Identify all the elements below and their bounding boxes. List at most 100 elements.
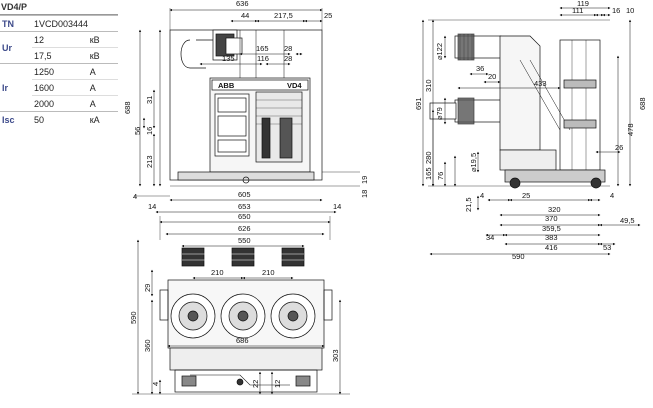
dim-label: 213 bbox=[145, 155, 154, 168]
dim-label: 626 bbox=[238, 224, 251, 233]
dim-label: 76 bbox=[436, 172, 445, 180]
dim-label: ⌀79 bbox=[435, 107, 444, 120]
dim-label: 310 bbox=[424, 79, 433, 92]
dim-label: 119 bbox=[577, 0, 589, 8]
top-view-dimensions: 650 626 550 210 210 29 590 360 686 303 4… bbox=[129, 212, 340, 388]
dim-label: 28 bbox=[284, 54, 292, 63]
dim-label: 165 bbox=[424, 167, 433, 180]
side-carriage bbox=[504, 169, 606, 183]
dim-label: 320 bbox=[548, 205, 561, 214]
dim-label: 135 bbox=[222, 54, 235, 63]
dim-label: 303 bbox=[331, 349, 340, 362]
pole-body bbox=[499, 35, 541, 151]
spec-row: TN 1VCD003444 bbox=[0, 15, 118, 32]
dim-label: 49,5 bbox=[620, 216, 635, 225]
top-carriage bbox=[174, 369, 318, 393]
spec-row: 2000 А bbox=[0, 95, 118, 112]
pole-discs bbox=[170, 293, 316, 339]
dim-label: 605 bbox=[238, 190, 251, 199]
dim-label: 478 bbox=[626, 123, 635, 136]
spec-value: 1VCD003444 bbox=[32, 15, 118, 32]
dim-label: 18 bbox=[360, 190, 369, 198]
dim-label: 383 bbox=[545, 233, 558, 242]
dim-label: 10 bbox=[626, 6, 634, 15]
dim-label: 34 bbox=[486, 233, 494, 242]
dim-label: 416 bbox=[545, 243, 558, 252]
dim-label: 26 bbox=[615, 143, 623, 152]
dim-label: 360 bbox=[143, 339, 152, 352]
spec-row: Ur 12 кВ bbox=[0, 31, 118, 64]
dim-label: 688 bbox=[638, 97, 647, 110]
dim-label: ⌀122 bbox=[435, 43, 444, 60]
dim-label: 16 bbox=[612, 6, 620, 15]
spec-row: 1600 А bbox=[0, 79, 118, 96]
front-view: ABB VD4 bbox=[134, 8, 360, 214]
spec-table: VD4/P TN 1VCD003444 Ur 12 кВ 17,5 кВ Ir … bbox=[0, 0, 118, 127]
rear-frame bbox=[559, 39, 601, 171]
spec-key: Ir bbox=[0, 63, 32, 112]
spec-unit: А bbox=[87, 63, 118, 80]
dim-label: 31 bbox=[145, 96, 154, 104]
front-carriage bbox=[177, 171, 315, 181]
spec-unit: кВ bbox=[87, 47, 118, 64]
dim-label: 4 bbox=[480, 191, 484, 200]
dim-label: 4 bbox=[151, 382, 160, 386]
spec-value: 1600 bbox=[32, 79, 88, 96]
dim-label: 21,5 bbox=[464, 197, 473, 212]
top-bushing-row bbox=[181, 247, 305, 267]
dim-label: 688 bbox=[123, 101, 132, 114]
dim-label: 22 bbox=[251, 380, 260, 388]
spec-unit: А bbox=[87, 95, 118, 112]
front-view-dimensions: 636 44 217,5 25 165 28 135 116 28 688 31… bbox=[123, 0, 369, 211]
dim-label: 653 bbox=[238, 202, 251, 211]
dim-label: 16 bbox=[145, 127, 154, 135]
dim-label: 280 bbox=[424, 151, 433, 164]
dim-label: 36 bbox=[476, 64, 484, 73]
side-view-dimensions: 119 111 16 10 ⌀122 36 20 433 310 691 ⌀79… bbox=[414, 0, 647, 261]
dim-label: 28 bbox=[284, 44, 292, 53]
dim-label: 590 bbox=[129, 311, 138, 324]
spec-row: Ir 1250 А bbox=[0, 63, 118, 112]
dim-label: 210 bbox=[262, 268, 275, 277]
dim-label: 433 bbox=[534, 79, 547, 88]
dim-label: 111 bbox=[572, 6, 583, 15]
dim-label: 550 bbox=[238, 236, 251, 245]
spec-key: Isc bbox=[0, 111, 32, 127]
front-logo-left: ABB bbox=[218, 81, 235, 90]
dim-label: 590 bbox=[512, 252, 525, 261]
spec-row: Isc 50 кА bbox=[0, 111, 118, 127]
dim-label: 370 bbox=[545, 214, 558, 223]
dim-label: 4 bbox=[133, 192, 137, 201]
dim-label: 217,5 bbox=[274, 11, 293, 20]
front-logo-right: VD4 bbox=[287, 81, 302, 90]
spec-unit: кВ bbox=[87, 31, 118, 48]
spec-unit: кА bbox=[87, 111, 118, 127]
dim-label: 14 bbox=[333, 202, 341, 211]
dim-label: 19 bbox=[360, 176, 369, 184]
dim-label: 56 bbox=[133, 127, 142, 135]
spec-value: 1250 bbox=[32, 63, 88, 80]
spec-table-title: VD4/P bbox=[0, 0, 118, 15]
dim-label: 25 bbox=[324, 11, 332, 20]
dim-label: 691 bbox=[414, 97, 423, 110]
spec-value: 12 bbox=[32, 31, 88, 48]
dim-label: 210 bbox=[211, 268, 224, 277]
dim-label: 359,5 bbox=[542, 224, 561, 233]
dim-label: 12 bbox=[273, 380, 282, 388]
dim-label: 636 bbox=[236, 0, 249, 8]
spec-unit: А bbox=[87, 79, 118, 96]
dim-label: 650 bbox=[238, 212, 251, 221]
dim-label: ⌀19,5 bbox=[469, 153, 478, 172]
dim-label: 686 bbox=[236, 336, 249, 345]
dim-label: 25 bbox=[522, 191, 530, 200]
spec-key: TN bbox=[0, 15, 32, 32]
dim-label: 53 bbox=[603, 243, 611, 252]
spec-rows: TN 1VCD003444 Ur 12 кВ 17,5 кВ Ir 1250 А… bbox=[0, 15, 118, 127]
top-view bbox=[132, 216, 350, 395]
dim-label: 14 bbox=[148, 202, 156, 211]
dim-label: 4 bbox=[610, 191, 614, 200]
front-connector-arm bbox=[180, 39, 206, 69]
spec-value: 17,5 bbox=[32, 47, 88, 64]
